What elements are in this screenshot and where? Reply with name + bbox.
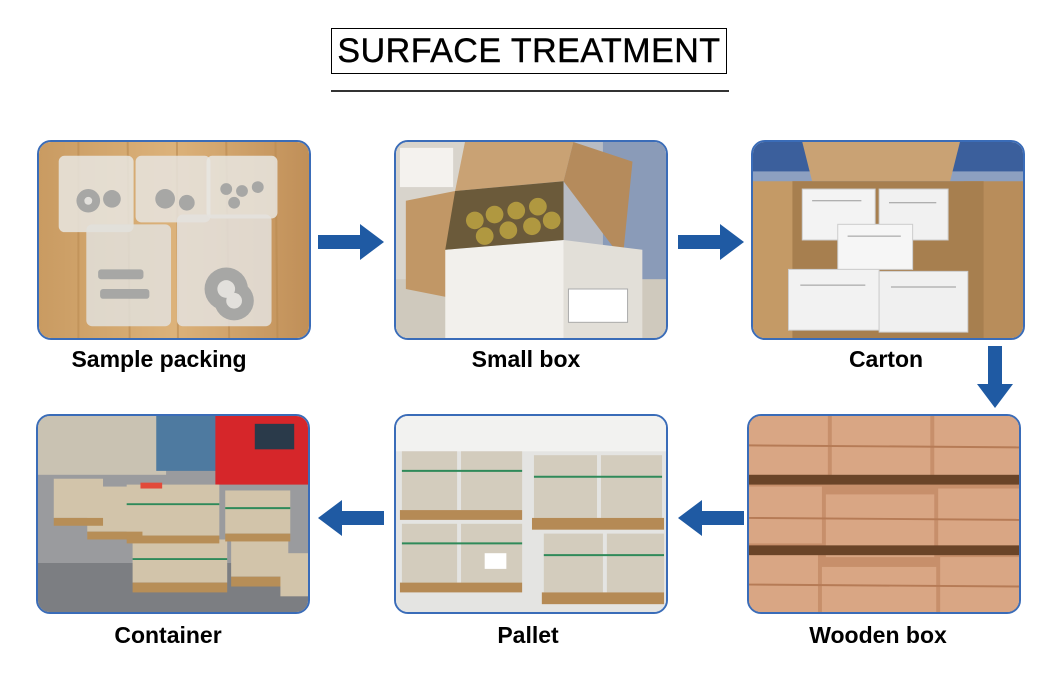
sample-packing-photo <box>37 140 311 340</box>
small-box-photo <box>394 140 668 340</box>
arrow-right-icon <box>678 224 744 260</box>
caption-carton: Carton <box>848 346 924 372</box>
wooden-box-photo <box>747 414 1021 614</box>
page-title: SURFACE TREATMENT <box>337 31 721 70</box>
caption-pallet: Pallet <box>497 622 559 648</box>
arrow-down-icon <box>977 346 1013 408</box>
container-photo <box>36 414 310 614</box>
pallet-photo <box>394 414 668 614</box>
arrow-right-icon <box>318 224 384 260</box>
caption-sample-packing: Sample packing <box>71 346 247 372</box>
caption-small-box: Small box <box>471 346 581 372</box>
title-box: SURFACE TREATMENT <box>331 28 727 74</box>
arrow-left-icon <box>318 500 384 536</box>
title-underline <box>331 90 729 92</box>
caption-wooden-box: Wooden box <box>809 622 947 648</box>
carton-photo <box>751 140 1025 340</box>
arrow-left-icon <box>678 500 744 536</box>
caption-container: Container <box>114 622 222 648</box>
